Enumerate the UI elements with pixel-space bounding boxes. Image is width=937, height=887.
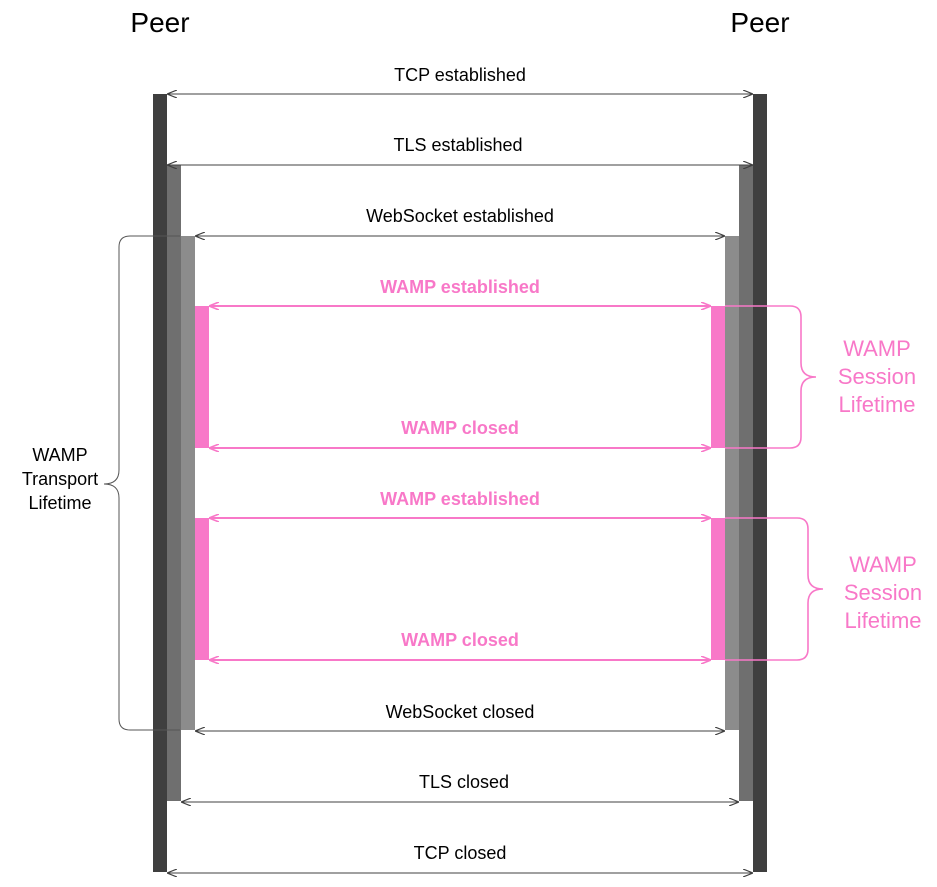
session-lifetime-2-line2: Session xyxy=(844,580,922,605)
session-lifetime-2-line3: Lifetime xyxy=(844,608,921,633)
session-lifetime-1-line2: Session xyxy=(838,364,916,389)
left-wamp-session-bar-1 xyxy=(195,306,209,448)
websocket-established-label: WebSocket established xyxy=(366,206,554,226)
session-lifetime-brace-2 xyxy=(725,517,824,661)
session-lifetime-brace-1 xyxy=(725,305,817,449)
left-wamp-session-bar-2 xyxy=(195,518,209,660)
left-peer-label: Peer xyxy=(130,7,189,38)
wamp-closed-label-2: WAMP closed xyxy=(401,630,519,650)
right-tls-bar xyxy=(739,165,753,801)
right-wamp-session-bar-1 xyxy=(711,306,725,448)
session-lifetime-2-line1: WAMP xyxy=(849,552,917,577)
right-websocket-bar xyxy=(725,236,739,730)
wamp-closed-label-1: WAMP closed xyxy=(401,418,519,438)
left-websocket-bar xyxy=(181,236,195,730)
wamp-established-label-2: WAMP established xyxy=(380,489,540,509)
transport-lifetime-line3: Lifetime xyxy=(28,493,91,513)
right-peer-label: Peer xyxy=(730,7,789,38)
transport-lifetime-line2: Transport xyxy=(22,469,98,489)
right-tcp-bar xyxy=(753,94,767,872)
wamp-established-label-1: WAMP established xyxy=(380,277,540,297)
left-tls-bar xyxy=(167,165,181,801)
tcp-established-label: TCP established xyxy=(394,65,526,85)
session-lifetime-1-line3: Lifetime xyxy=(838,392,915,417)
transport-lifetime-brace xyxy=(103,235,180,731)
websocket-closed-label: WebSocket closed xyxy=(386,702,535,722)
tcp-closed-label: TCP closed xyxy=(414,843,507,863)
tls-closed-label: TLS closed xyxy=(419,772,509,792)
transport-lifetime-line1: WAMP xyxy=(32,445,87,465)
tls-established-label: TLS established xyxy=(393,135,522,155)
left-tcp-bar xyxy=(153,94,167,872)
right-wamp-session-bar-2 xyxy=(711,518,725,660)
session-lifetime-1-line1: WAMP xyxy=(843,336,911,361)
